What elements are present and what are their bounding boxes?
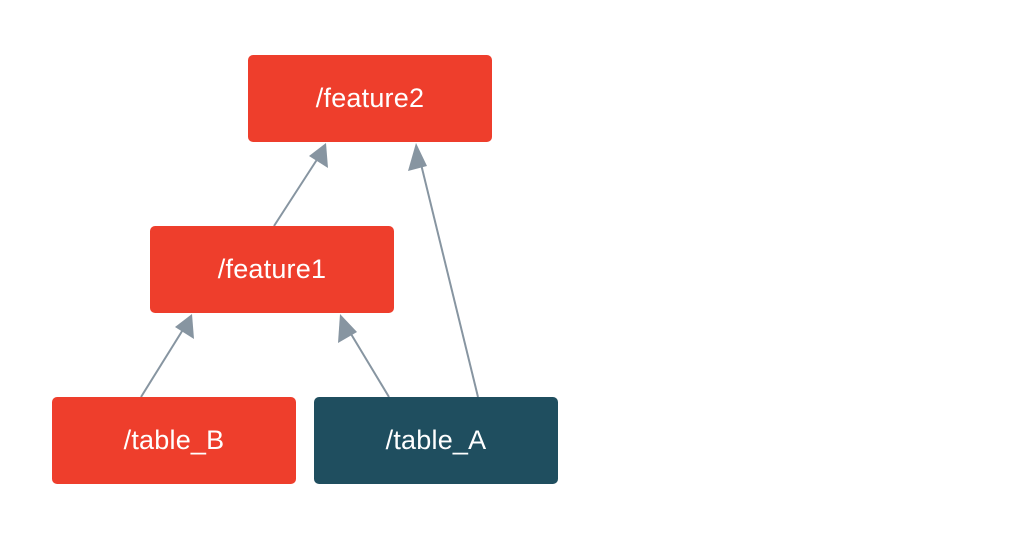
node-table-b-label: /table_B xyxy=(123,425,225,455)
edge-feature1-to-feature2 xyxy=(273,157,319,227)
node-table-b[interactable]: /table_B xyxy=(52,397,296,484)
node-table-a[interactable]: /table_A xyxy=(314,397,558,484)
node-table-a-label: /table_A xyxy=(385,425,487,455)
node-feature1[interactable]: /feature1 xyxy=(150,226,394,313)
node-feature2-label: /feature2 xyxy=(315,83,425,113)
arrowhead-table-a-to-feature2 xyxy=(408,143,427,171)
edge-table-b-to-feature1 xyxy=(140,327,185,398)
edge-table-a-to-feature1 xyxy=(347,328,390,398)
arrowhead-feature1-to-feature2 xyxy=(309,143,328,168)
edge-table-a-to-feature2 xyxy=(419,159,479,398)
node-feature2[interactable]: /feature2 xyxy=(248,55,492,142)
node-feature1-label: /feature1 xyxy=(217,254,327,284)
arrowhead-table-a-to-feature1 xyxy=(338,314,357,343)
arrowhead-table-b-to-feature1 xyxy=(175,314,194,339)
